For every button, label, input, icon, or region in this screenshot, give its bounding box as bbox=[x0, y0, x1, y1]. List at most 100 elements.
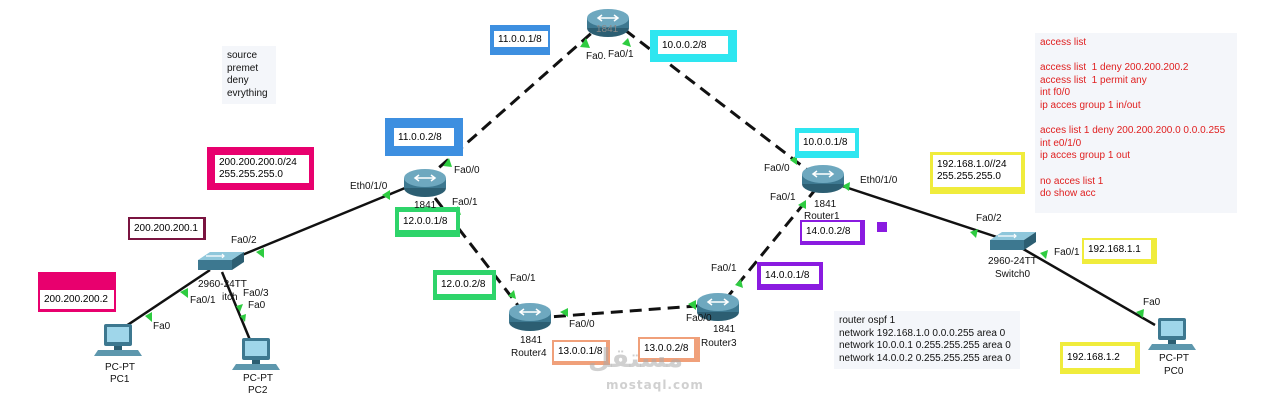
ip-box-left-router-fa0[interactable]: 11.0.0.2/8 bbox=[385, 118, 463, 156]
switch-left-model-label: 2960-24TT bbox=[198, 279, 247, 290]
link-status-indicator bbox=[443, 158, 452, 167]
left-router-model-label: 1841 bbox=[414, 200, 437, 211]
ip-box-router3-fa0[interactable]: 13.0.0.2/8 bbox=[638, 337, 700, 362]
port-label: Eth0/1/0 bbox=[350, 181, 388, 192]
port-label: Fa0/1 bbox=[1054, 247, 1080, 258]
switch-icon[interactable] bbox=[990, 232, 1036, 250]
ip-label: 12.0.0.1/8 bbox=[399, 212, 456, 230]
ip-box-top-left[interactable]: 11.0.0.1/8 bbox=[490, 25, 550, 55]
link-router4-router3 bbox=[534, 303, 711, 320]
ip-box-pc1-gateway[interactable]: 200.200.200.1 bbox=[128, 217, 206, 240]
link-status-indicator bbox=[622, 38, 631, 47]
link-status-indicator bbox=[1040, 250, 1048, 259]
port-label: Fa0/1 bbox=[608, 49, 634, 60]
ip-label: 10.0.0.2/8 bbox=[658, 36, 728, 54]
pc0-name-label: PC0 bbox=[1164, 366, 1184, 377]
switch-icon[interactable] bbox=[198, 252, 244, 270]
link-status-indicator bbox=[382, 190, 390, 200]
port-label: Fa0 bbox=[153, 321, 171, 332]
router4-name-label: Router4 bbox=[511, 348, 547, 359]
link-status-indicator bbox=[970, 229, 978, 238]
router1-model-label: 1841 bbox=[814, 199, 837, 210]
router-icon[interactable] bbox=[697, 293, 739, 321]
pc-icon[interactable] bbox=[1148, 318, 1196, 350]
link-switch-pc1 bbox=[119, 268, 211, 332]
ip-box-switch0-gw[interactable]: 192.168.1.1 bbox=[1082, 238, 1157, 264]
link-switch0-pc0 bbox=[1017, 244, 1156, 327]
switch-left-name-label: itch bbox=[222, 292, 238, 303]
ip-box-router1-lan[interactable]: 192.168.1.0//24 255.255.255.0 bbox=[930, 152, 1025, 194]
switch0-model-label: 2960-24TT bbox=[988, 256, 1037, 267]
link-status-indicator bbox=[580, 38, 590, 48]
source-note: source premet deny evrything bbox=[222, 46, 276, 104]
link-router1-switch0 bbox=[829, 180, 1013, 244]
port-label: Fa0/1 bbox=[510, 273, 536, 284]
router-icon[interactable] bbox=[802, 165, 844, 193]
ip-label: 192.168.1.1 bbox=[1084, 240, 1151, 259]
router3-model-label: 1841 bbox=[713, 324, 736, 335]
link-left-router-switch bbox=[224, 186, 406, 264]
port-label: Fa0/0 bbox=[764, 163, 790, 174]
pc-icon[interactable] bbox=[94, 324, 142, 356]
ip-box-top-right[interactable]: 10.0.0.2/8 bbox=[650, 30, 737, 62]
link-status-indicator bbox=[798, 200, 806, 209]
router3-name-label: Router3 bbox=[701, 338, 737, 349]
port-label: Fa0/2 bbox=[231, 235, 257, 246]
pc1-type-label: PC-PT bbox=[105, 362, 135, 373]
link-status-indicator bbox=[842, 182, 850, 191]
pc1-name-label: PC1 bbox=[110, 374, 130, 385]
ip-label: 200.200.200.1 bbox=[130, 219, 203, 238]
router-icon[interactable] bbox=[509, 303, 551, 331]
ip-box-router4-fa1[interactable]: 12.0.0.2/8 bbox=[433, 270, 496, 300]
ip-label: 10.0.0.1/8 bbox=[799, 133, 855, 151]
port-label: Fa0/0 bbox=[686, 313, 712, 324]
link-status-indicator bbox=[560, 308, 568, 317]
ip-box-left-lan[interactable]: 200.200.200.0/24 255.255.255.0 bbox=[207, 147, 314, 190]
link-status-indicator bbox=[145, 312, 152, 322]
port-label: Fa0/1 bbox=[711, 263, 737, 274]
link-status-indicator bbox=[240, 314, 246, 322]
ospf-note: router ospf 1 network 192.168.1.0 0.0.0.… bbox=[834, 311, 1020, 369]
port-label: Fa0. bbox=[586, 51, 607, 62]
link-status-indicator bbox=[1136, 309, 1144, 318]
router-icon[interactable] bbox=[404, 169, 446, 197]
router-icon[interactable] bbox=[587, 9, 629, 37]
port-label: Fa0 bbox=[1143, 297, 1161, 308]
top-router-model-label: 1841 bbox=[596, 24, 619, 35]
ip-label: 11.0.0.2/8 bbox=[394, 128, 454, 146]
pc2-name-label: PC2 bbox=[248, 385, 268, 396]
ip-box-router1-fa0[interactable]: 10.0.0.1/8 bbox=[795, 128, 859, 158]
ip-label: 11.0.0.1/8 bbox=[494, 31, 548, 47]
pc-icon[interactable] bbox=[232, 338, 280, 370]
ip-box-pc1-ip[interactable]: 200.200.200.2 bbox=[38, 272, 116, 312]
ip-box-router1-fa1[interactable]: 14.0.0.2/8 bbox=[800, 220, 865, 245]
pc0-type-label: PC-PT bbox=[1159, 353, 1189, 364]
port-label: Eth0/1/0 bbox=[860, 175, 898, 186]
port-label: Fa0/1 bbox=[452, 197, 478, 208]
link-status-indicator bbox=[508, 290, 516, 299]
ip-box-router3-fa1[interactable]: 14.0.0.1/8 bbox=[757, 262, 823, 290]
ip-label: 200.200.200.0/24 255.255.255.0 bbox=[215, 155, 309, 183]
router4-model-label: 1841 bbox=[520, 335, 543, 346]
acl-note: access list access list 1 deny 200.200.2… bbox=[1035, 33, 1237, 213]
link-status-indicator bbox=[256, 248, 264, 258]
port-label: Fa0/3 bbox=[243, 288, 269, 299]
ip-label: 14.0.0.1/8 bbox=[761, 266, 819, 284]
ip-label: 13.0.0.2/8 bbox=[640, 339, 694, 358]
link-status-indicator bbox=[688, 300, 696, 310]
ip-box-pc0-ip[interactable]: 192.168.1.2 bbox=[1060, 342, 1140, 374]
pc2-type-label: PC-PT bbox=[243, 373, 273, 384]
port-label: Fa0/0 bbox=[454, 165, 480, 176]
ip-label: 192.168.1.0//24 255.255.255.0 bbox=[933, 155, 1021, 187]
port-label: Fa0 bbox=[248, 300, 266, 311]
watermark-arabic: مستقل bbox=[588, 344, 684, 374]
link-status-indicator bbox=[180, 288, 188, 298]
ip-box-router4-fa0[interactable]: 13.0.0.1/8 bbox=[552, 340, 610, 365]
purple-marker bbox=[877, 222, 887, 232]
watermark-latin: mostaql.com bbox=[606, 378, 704, 392]
ip-box-left-router-fa1[interactable]: 12.0.0.1/8 bbox=[395, 207, 460, 237]
ip-label: 12.0.0.2/8 bbox=[437, 275, 492, 294]
ip-label: 192.168.1.2 bbox=[1063, 346, 1135, 368]
